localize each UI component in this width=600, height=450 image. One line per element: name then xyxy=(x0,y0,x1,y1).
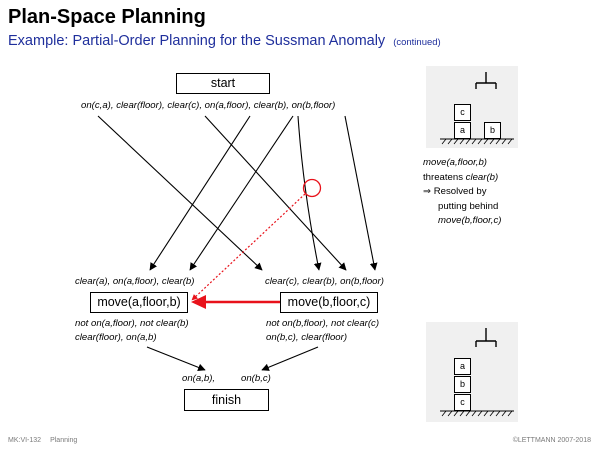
initial-state-panel: c a b xyxy=(426,66,518,148)
goal-state-panel: a b c xyxy=(426,322,518,422)
link-clear-c xyxy=(149,115,251,271)
node-finish[interactable]: finish xyxy=(184,389,269,411)
link-on-b-c xyxy=(261,346,319,371)
move-b-preconditions: clear(c), clear(b), on(b,floor) xyxy=(265,276,384,287)
threat-note: move(a,floor,b) threatens clear(b) ⇒ Res… xyxy=(423,156,501,229)
note-putting-behind: putting behind xyxy=(438,200,499,212)
table-surface xyxy=(440,138,514,145)
block-a: a xyxy=(454,358,471,375)
page-title: Plan-Space Planning xyxy=(8,6,206,28)
threat-circle-icon xyxy=(302,178,322,198)
block-c: c xyxy=(454,104,471,121)
link-clear-b xyxy=(297,115,322,271)
move-b-effects-2: on(b,c), clear(floor) xyxy=(266,332,348,343)
initial-state-drawing xyxy=(440,72,514,145)
threat-edge xyxy=(191,193,306,301)
continued-label: (continued) xyxy=(393,37,441,48)
link-on-c-a xyxy=(97,115,263,271)
node-start[interactable]: start xyxy=(176,73,270,94)
gripper-icon xyxy=(475,328,497,347)
move-a-effects-2: clear(floor), on(a,b) xyxy=(75,332,157,343)
link-on-a-b xyxy=(146,346,206,372)
footer-left: MK:VI-132 Planning xyxy=(8,437,77,444)
link-on-a-floor xyxy=(189,115,294,271)
block-c: c xyxy=(454,394,471,411)
note-threat-action: move(a,floor,b) xyxy=(423,157,487,168)
subtitle-text: Example: Partial-Order Planning for the … xyxy=(8,33,386,49)
footer-slide-code: MK:VI-132 xyxy=(8,437,42,444)
footer-topic: Planning xyxy=(50,437,78,444)
footer-copyright: ©LETTMANN 2007-2018 xyxy=(512,437,591,444)
block-b: b xyxy=(454,376,471,393)
note-threatened-literal: clear(b) xyxy=(465,171,499,183)
note-threatens: threatens xyxy=(423,171,466,183)
gripper-icon xyxy=(475,72,497,89)
move-a-effects-1: not on(a,floor), not clear(b) xyxy=(75,318,189,329)
ordering-arrowhead xyxy=(191,295,206,309)
block-b: b xyxy=(484,122,501,139)
link-clear-floor xyxy=(204,115,347,271)
link-on-b-floor xyxy=(344,115,378,271)
node-move-b[interactable]: move(b,floor,c) xyxy=(280,292,378,313)
block-a: a xyxy=(454,122,471,139)
node-move-a[interactable]: move(a,floor,b) xyxy=(90,292,188,313)
finish-precondition-1: on(a,b), xyxy=(182,373,216,384)
page-subtitle: Example: Partial-Order Planning for the … xyxy=(8,33,441,49)
start-effects: on(c,a), clear(floor), clear(c), on(a,fl… xyxy=(81,100,336,111)
move-b-effects-1: not on(b,floor), not clear(c) xyxy=(266,318,380,329)
note-resolved: Resolved by xyxy=(433,186,487,197)
goal-state-drawing xyxy=(440,328,514,417)
note-resolver-action: move(b,floor,c) xyxy=(438,215,502,226)
move-a-preconditions: clear(a), on(a,floor), clear(b) xyxy=(75,276,195,287)
table-surface xyxy=(440,410,514,417)
implies-arrow-icon: ⇒ xyxy=(423,186,432,197)
finish-precondition-2: on(b,c) xyxy=(241,373,271,384)
